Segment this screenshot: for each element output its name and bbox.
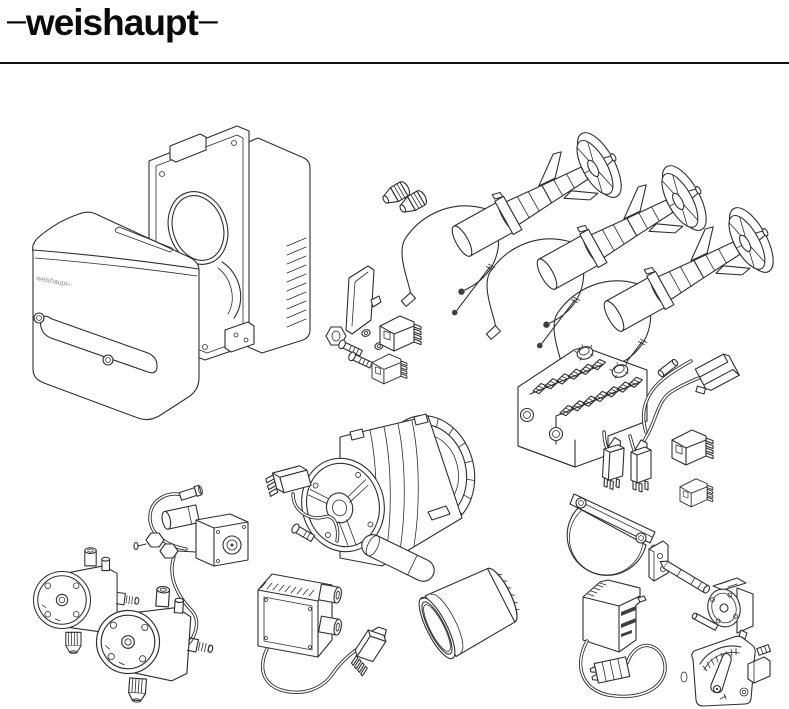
damper-actuator	[691, 577, 754, 640]
weishaupt-logo: – weishaupt –	[6, 0, 218, 46]
motor-capacitor	[361, 534, 435, 582]
burner-cover: weishaupt–	[32, 211, 200, 421]
plug-connector-small	[371, 353, 408, 385]
blower-motor	[265, 413, 476, 582]
plug-connector-large	[379, 315, 422, 352]
control-box-cable-plug	[589, 656, 631, 684]
control-box	[578, 579, 667, 698]
logo-dash-left: –	[7, 1, 26, 39]
motor-plug	[265, 465, 340, 543]
relay-connector-large	[671, 429, 714, 466]
logo-text: weishaupt	[25, 2, 199, 43]
flame-tube	[418, 567, 520, 660]
solenoid-valve	[133, 504, 249, 567]
cable-harness	[602, 358, 709, 458]
nozzle-assembly-2	[456, 155, 731, 369]
air-scale-dial	[680, 635, 772, 707]
oil-nozzle-pair	[378, 178, 430, 218]
harness-plug	[694, 353, 740, 395]
logo-dash-right: –	[198, 1, 218, 39]
mounting-bracket-parts	[325, 265, 384, 369]
relay-connector-small	[679, 478, 714, 508]
transformer-plug	[350, 626, 387, 677]
air-damper-plate	[566, 493, 669, 582]
header-rule	[0, 62, 789, 64]
terminal-block	[517, 344, 648, 468]
damper-shaft	[659, 560, 711, 594]
ignition-transformer	[257, 573, 387, 695]
